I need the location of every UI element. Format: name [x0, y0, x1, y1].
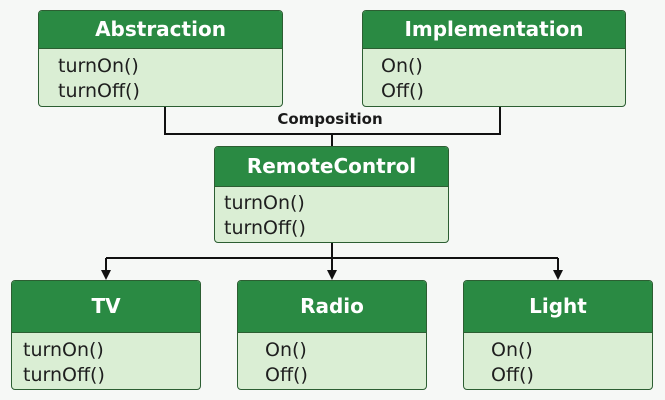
light-title: Light: [464, 281, 652, 333]
remote-control-box: RemoteControl turnOn() turnOff(): [214, 146, 449, 243]
light-arrowhead: [553, 270, 563, 280]
tv-arrowhead: [101, 270, 111, 280]
radio-box: Radio On() Off(): [237, 280, 427, 390]
light-box: Light On() Off(): [463, 280, 653, 390]
radio-methods: On() Off(): [238, 333, 426, 388]
remote-control-method: turnOn(): [224, 192, 305, 214]
abstraction-method: turnOn(): [58, 55, 139, 77]
remote-control-title: RemoteControl: [215, 147, 448, 187]
implementation-method: On(): [381, 55, 423, 77]
radio-method: On(): [265, 339, 307, 361]
tv-title: TV: [12, 281, 200, 333]
tv-method: turnOn(): [23, 339, 104, 361]
implementation-methods: On() Off(): [363, 49, 625, 104]
implementation-method: Off(): [381, 80, 424, 102]
tv-methods: turnOn() turnOff(): [12, 333, 200, 388]
abstraction-method: turnOff(): [58, 80, 140, 102]
abstraction-title: Abstraction: [39, 11, 282, 49]
light-methods: On() Off(): [464, 333, 652, 388]
implementation-title: Implementation: [363, 11, 625, 49]
remote-control-methods: turnOn() turnOff(): [215, 187, 448, 241]
abstraction-box: Abstraction turnOn() turnOff(): [38, 10, 283, 107]
tv-box: TV turnOn() turnOff(): [11, 280, 201, 390]
radio-title: Radio: [238, 281, 426, 333]
radio-method: Off(): [265, 364, 308, 386]
tv-method: turnOff(): [23, 364, 105, 386]
composition-label: Composition: [230, 110, 430, 128]
light-method: Off(): [491, 364, 534, 386]
radio-arrowhead: [327, 270, 337, 280]
remote-control-method: turnOff(): [224, 217, 306, 239]
implementation-box: Implementation On() Off(): [362, 10, 626, 107]
light-method: On(): [491, 339, 533, 361]
abstraction-methods: turnOn() turnOff(): [39, 49, 282, 104]
